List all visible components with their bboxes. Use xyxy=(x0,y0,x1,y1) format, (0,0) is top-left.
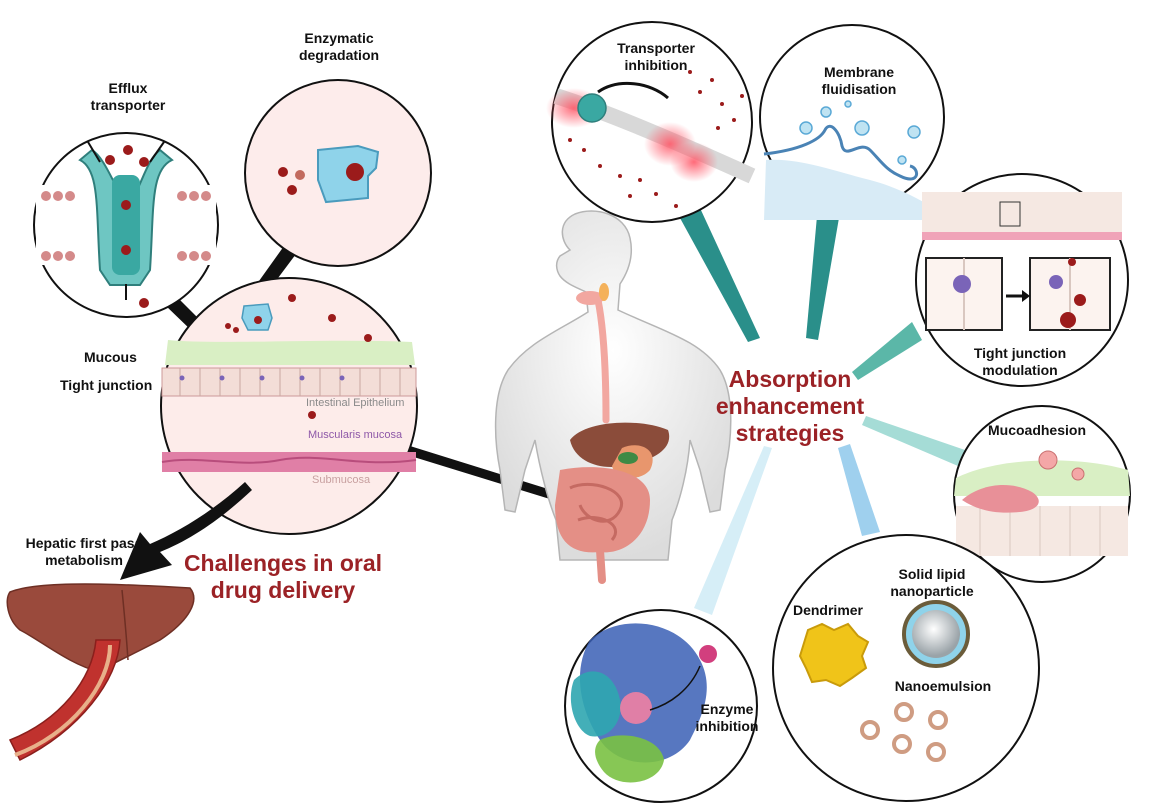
label-membrane-line-2: fluidisation xyxy=(821,81,897,97)
human-body-illustration xyxy=(494,210,732,584)
enzymatic-degradation-circle xyxy=(244,79,432,267)
liver-illustration xyxy=(6,583,195,762)
enzyme-inhibition-circle xyxy=(564,609,758,803)
label-mucous: Mucous xyxy=(84,349,137,365)
center-title-line-2: enhancement xyxy=(715,393,865,419)
membrane-fluidisation-circle xyxy=(759,24,945,220)
label-transporter-inhibition: Transporter inhibition xyxy=(604,40,708,74)
layer-muscularis-mucosa: Muscularis mucosa xyxy=(308,429,403,441)
challenges-title: Challenges in oral drug delivery xyxy=(170,550,396,604)
label-tj-mod-line-1: Tight junction xyxy=(973,345,1067,361)
label-hepatic-first-pass: Hepatic first pass metabolism xyxy=(14,535,154,569)
connector-mucoadhesion xyxy=(862,416,965,466)
label-sln-line-1: Solid lipid xyxy=(898,566,966,582)
label-tj-mod-line-2: modulation xyxy=(982,362,1058,378)
label-membrane-line-1: Membrane xyxy=(823,64,895,80)
connector-tight-junction xyxy=(852,322,922,380)
label-transporter-line-1: Transporter xyxy=(617,40,695,56)
label-enzymatic-line-2: degradation xyxy=(298,47,380,63)
label-hepatic-line-1: Hepatic first pass xyxy=(25,535,143,551)
challenges-title-line-1: Challenges in oral xyxy=(183,550,383,576)
label-mucoadhesion: Mucoadhesion xyxy=(987,422,1086,438)
label-transporter-line-2: inhibition xyxy=(624,57,688,73)
intestinal-wall-circle xyxy=(160,277,418,535)
label-efflux-line-2: transporter xyxy=(90,97,166,113)
connector-membrane-fluidisation xyxy=(806,205,840,340)
label-sln-line-2: nanoparticle xyxy=(890,583,974,599)
label-tight-junction: Tight junction xyxy=(60,377,153,393)
connector-nanocarriers xyxy=(838,444,880,536)
efflux-transporter-circle xyxy=(33,132,219,318)
label-enzyme-line-2: inhibition xyxy=(695,718,759,734)
connector-enzyme-inhibition xyxy=(694,446,772,615)
nanocarriers-circle xyxy=(772,534,1040,802)
transporter-inhibition-circle xyxy=(546,21,756,223)
center-title: Absorption enhancement strategies xyxy=(706,366,874,447)
label-hepatic-line-2: metabolism xyxy=(45,552,123,568)
center-title-line-1: Absorption xyxy=(728,366,852,392)
label-dendrimer: Dendrimer xyxy=(792,602,864,618)
challenges-title-line-2: drug delivery xyxy=(210,577,356,603)
label-efflux-line-1: Efflux xyxy=(108,80,148,96)
label-enzyme-inhibition: Enzyme inhibition xyxy=(692,701,762,735)
center-title-line-3: strategies xyxy=(735,420,845,446)
label-enzymatic-degradation: Enzymatic degradation xyxy=(284,30,394,64)
first-pass-arrow xyxy=(120,482,252,580)
label-solid-lipid-nanoparticle: Solid lipid nanoparticle xyxy=(884,566,980,600)
label-efflux-transporter: Efflux transporter xyxy=(80,80,176,114)
label-nanoemulsion: Nanoemulsion xyxy=(894,678,992,694)
label-enzymatic-line-1: Enzymatic xyxy=(304,30,374,46)
layer-intestinal-epithelium: Intestinal Epithelium xyxy=(306,397,405,409)
label-membrane-fluidisation: Membrane fluidisation xyxy=(806,64,912,98)
label-enzyme-line-1: Enzyme xyxy=(700,701,754,717)
tight-junction-modulation-circle xyxy=(915,173,1129,387)
mucoadhesion-circle xyxy=(953,405,1131,583)
layer-submucosa: Submucosa xyxy=(312,474,371,486)
label-tight-junction-modulation: Tight junction modulation xyxy=(960,345,1080,379)
connector-transporter-inhibition xyxy=(680,208,760,342)
